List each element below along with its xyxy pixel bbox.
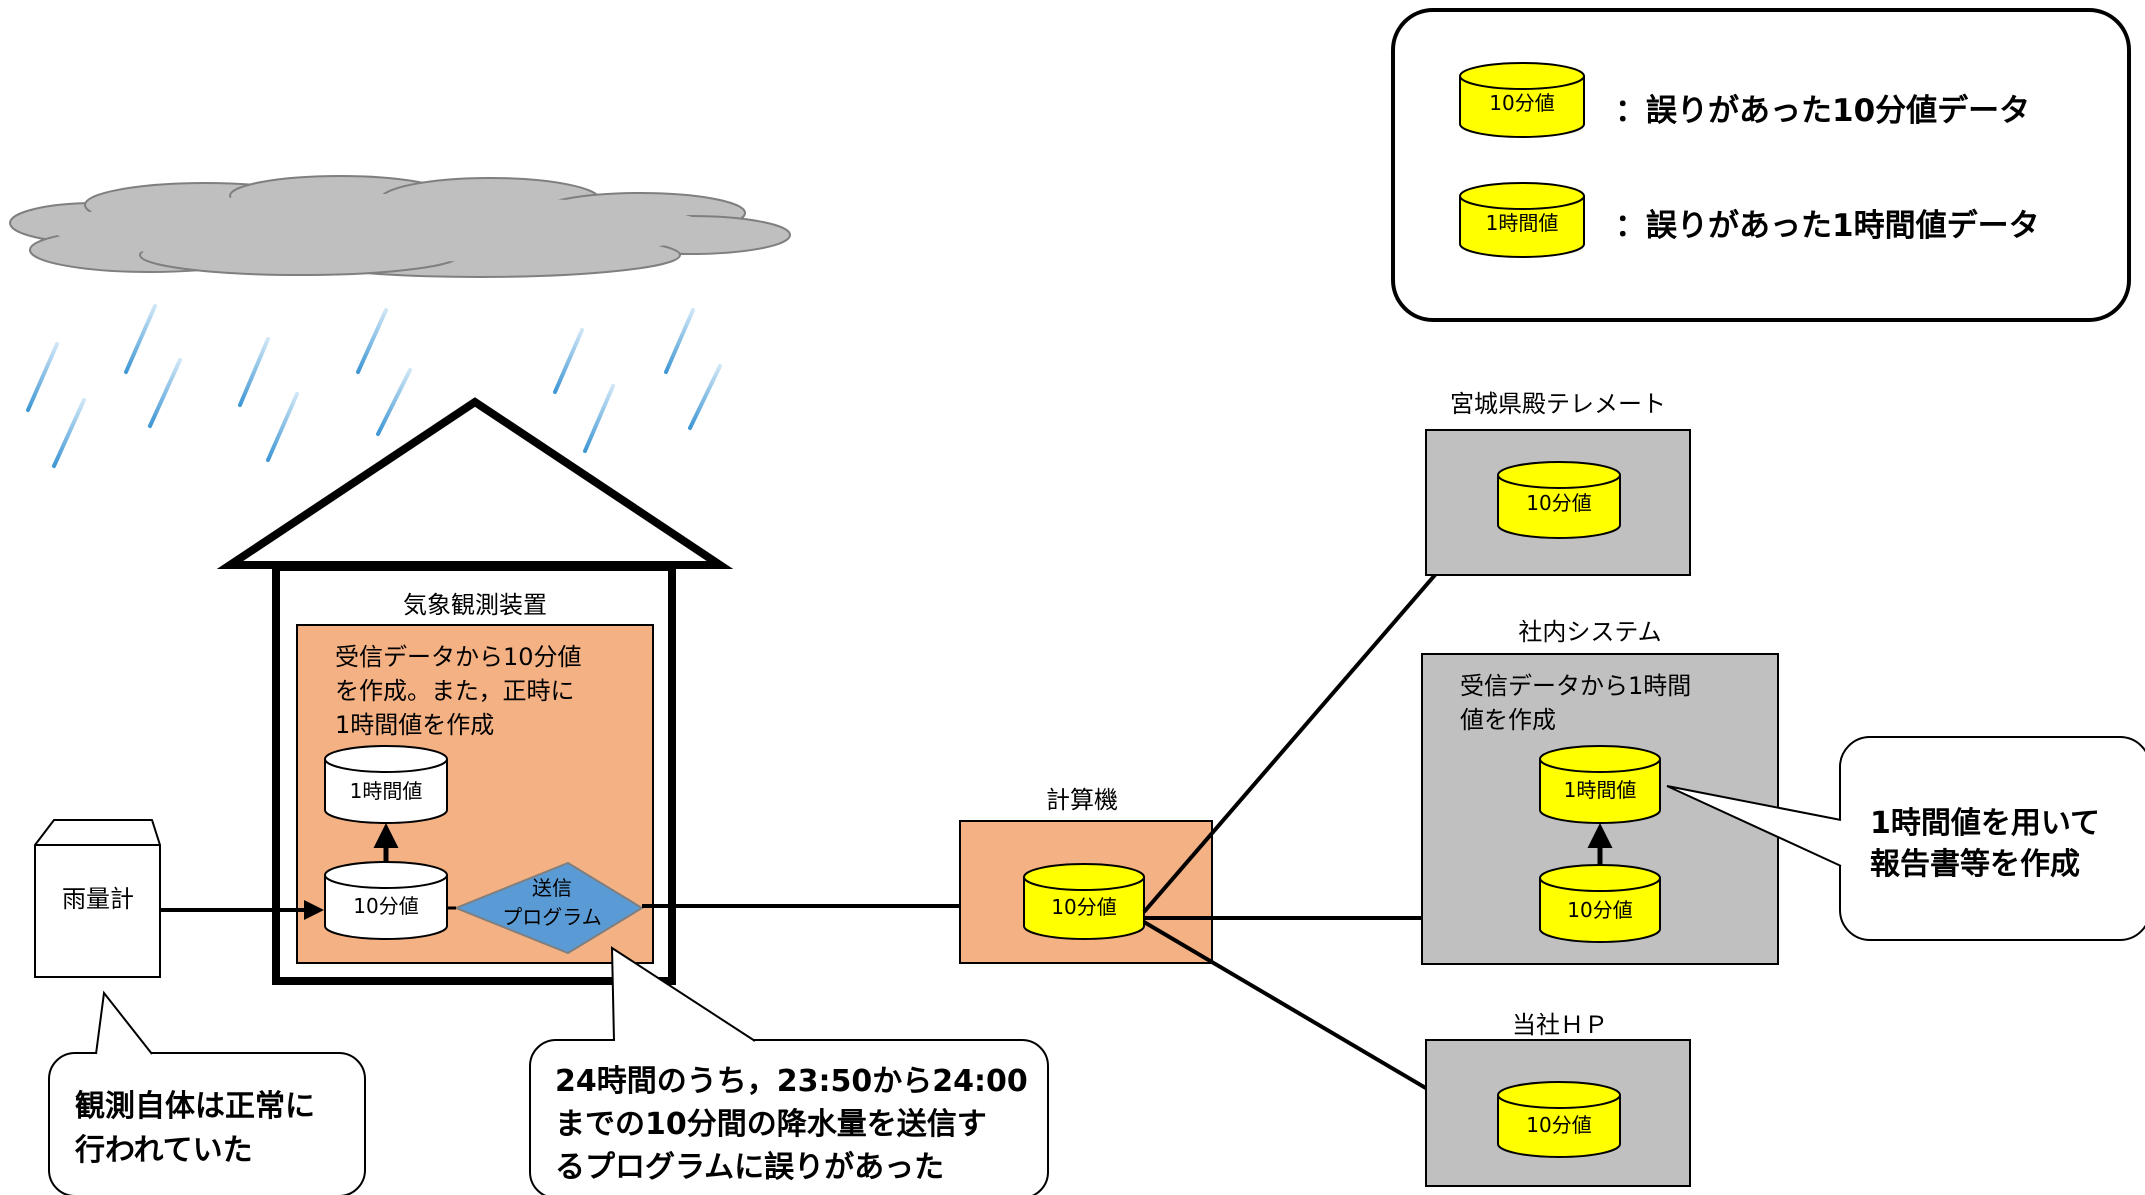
station-desc-line2: を作成。また，正時に (335, 677, 575, 705)
telemeter-cylinder-label: 10分値 (1526, 491, 1591, 515)
callout-right-line2: 報告書等を作成 (1870, 847, 2080, 882)
cloud-icon (9, 175, 791, 278)
legend-cylinder-1hour: 1時間値 (1459, 182, 1585, 258)
rain-gauge-label: 雨量計 (62, 885, 134, 913)
station-cylinder-10min-label: 10分値 (353, 894, 418, 918)
homepage-node: 当社ＨＰ 10分値 (1425, 1011, 1691, 1187)
homepage-title: 当社ＨＰ (1512, 1011, 1608, 1039)
legend-desc-10min: ：誤りがあった10分値データ (1615, 93, 2030, 129)
computer-cylinder-10min: 10分値 (1023, 863, 1145, 940)
station-desc-line1: 受信データから10分値 (335, 643, 582, 671)
legend-cylinder-10min: 10分値 (1459, 62, 1585, 138)
callout-center-line3: るプログラムに誤りがあった (555, 1150, 944, 1185)
callout-observation-normal: 観測自体は正常に 行われていた (48, 990, 366, 1195)
internal-title: 社内システム (1518, 618, 1661, 646)
callout-program-error: 24時間のうち，23:50から24:00 までの10分間の降水量を送信す るプロ… (529, 946, 1049, 1195)
legend-desc-1hour: ：誤りがあった1時間値データ (1615, 208, 2040, 244)
computer-node: 計算機 10分値 (959, 786, 1213, 964)
station-desc-line3: 1時間値を作成 (335, 711, 494, 739)
station-title: 気象観測装置 (403, 591, 547, 619)
send-program-line2: プログラム (502, 905, 601, 929)
homepage-cylinder-10min: 10分値 (1497, 1081, 1621, 1158)
station-cylinder-1hour: 1時間値 (324, 745, 448, 824)
callout-report: 1時間値を用いて 報告書等を作成 (1666, 736, 2145, 941)
computer-cylinder-label: 10分値 (1051, 895, 1116, 919)
internal-desc-line2: 値を作成 (1460, 706, 1556, 734)
callout-right-line1: 1時間値を用いて (1870, 806, 2100, 841)
callout-center-line2: までの10分間の降水量を送信す (555, 1107, 987, 1142)
homepage-cylinder-label: 10分値 (1526, 1113, 1591, 1137)
callout-left-line2: 行われていた (74, 1133, 253, 1168)
computer-title: 計算機 (1046, 786, 1118, 814)
legend-cylinder-1hour-label: 1時間値 (1486, 211, 1559, 235)
weather-station-house: 気象観測装置 受信データから10分値 を作成。また，正時に 1時間値を作成 1時… (216, 397, 734, 985)
internal-desc-line1: 受信データから1時間 (1460, 672, 1691, 700)
telemeter-title: 宮城県殿テレメート (1450, 390, 1666, 418)
telemeter-cylinder-10min: 10分値 (1497, 461, 1621, 539)
legend-cylinder-10min-label: 10分値 (1489, 91, 1554, 115)
internal-cylinder-1hour: 1時間値 (1539, 745, 1661, 824)
rain-gauge: 雨量計 (34, 819, 161, 978)
internal-cylinder-10min-label: 10分値 (1567, 898, 1632, 922)
station-cylinder-10min: 10分値 (324, 861, 448, 940)
internal-system-node: 社内システム 受信データから1時間 値を作成 1時間値 10分値 (1421, 618, 1779, 965)
internal-cylinder-10min: 10分値 (1539, 864, 1661, 943)
send-program-diamond: 送信 プログラム (453, 861, 644, 955)
internal-cylinder-1hour-label: 1時間値 (1564, 778, 1637, 802)
telemeter-node: 宮城県殿テレメート 10分値 (1425, 390, 1691, 576)
station-cylinder-1hour-label: 1時間値 (350, 779, 423, 803)
callout-center-line1: 24時間のうち，23:50から24:00 (555, 1064, 1028, 1099)
callout-left-line1: 観測自体は正常に (75, 1089, 315, 1124)
send-program-line1: 送信 (532, 876, 572, 900)
legend-box: 10分値 ：誤りがあった10分値データ 1時間値 ：誤りがあった1時間値データ (1391, 8, 2131, 322)
rain-icon (26, 304, 722, 468)
